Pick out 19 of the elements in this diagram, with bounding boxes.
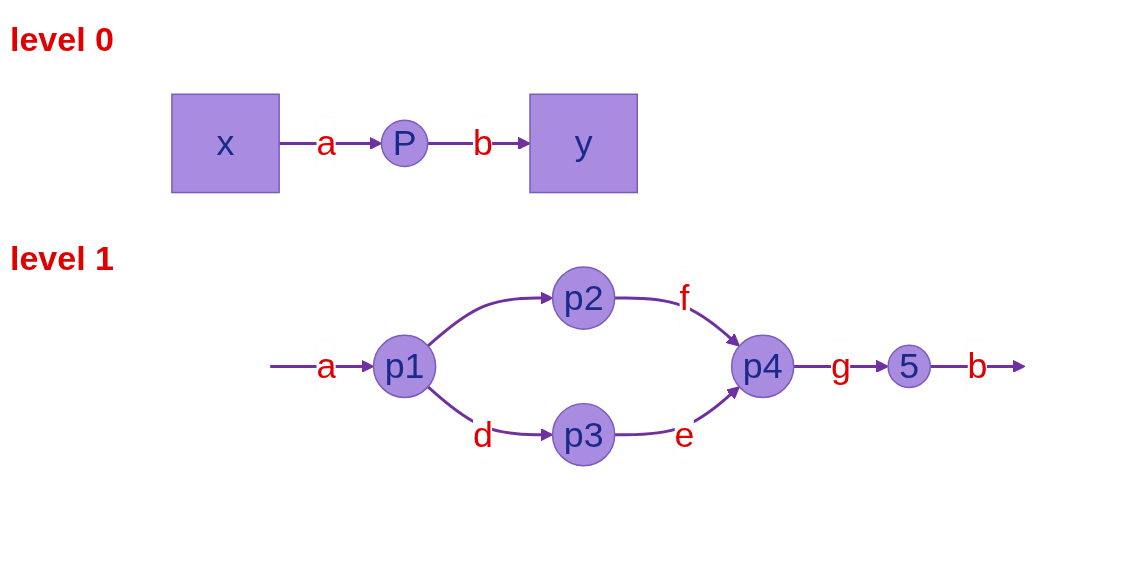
level-label: level 1: [10, 239, 115, 278]
node-circle: p1: [372, 334, 437, 399]
edge-label: b: [967, 345, 988, 386]
edge-label: d: [472, 413, 493, 455]
node-circle: 5: [887, 344, 932, 389]
node-box: y: [529, 93, 638, 194]
edge-label: e: [674, 413, 695, 455]
edge-label: b: [472, 122, 493, 163]
edge-label: g: [830, 345, 851, 386]
node-circle: p2: [551, 266, 616, 330]
level-label: level 0: [10, 20, 115, 59]
node-circle: p3: [551, 402, 616, 467]
edge-label: f: [679, 277, 690, 318]
arrow: [614, 296, 740, 347]
node-circle: P: [380, 119, 429, 168]
edge-label: a: [316, 345, 337, 386]
node-box: x: [171, 93, 280, 194]
edge-label: a: [316, 122, 337, 163]
node-circle: p4: [730, 334, 795, 399]
